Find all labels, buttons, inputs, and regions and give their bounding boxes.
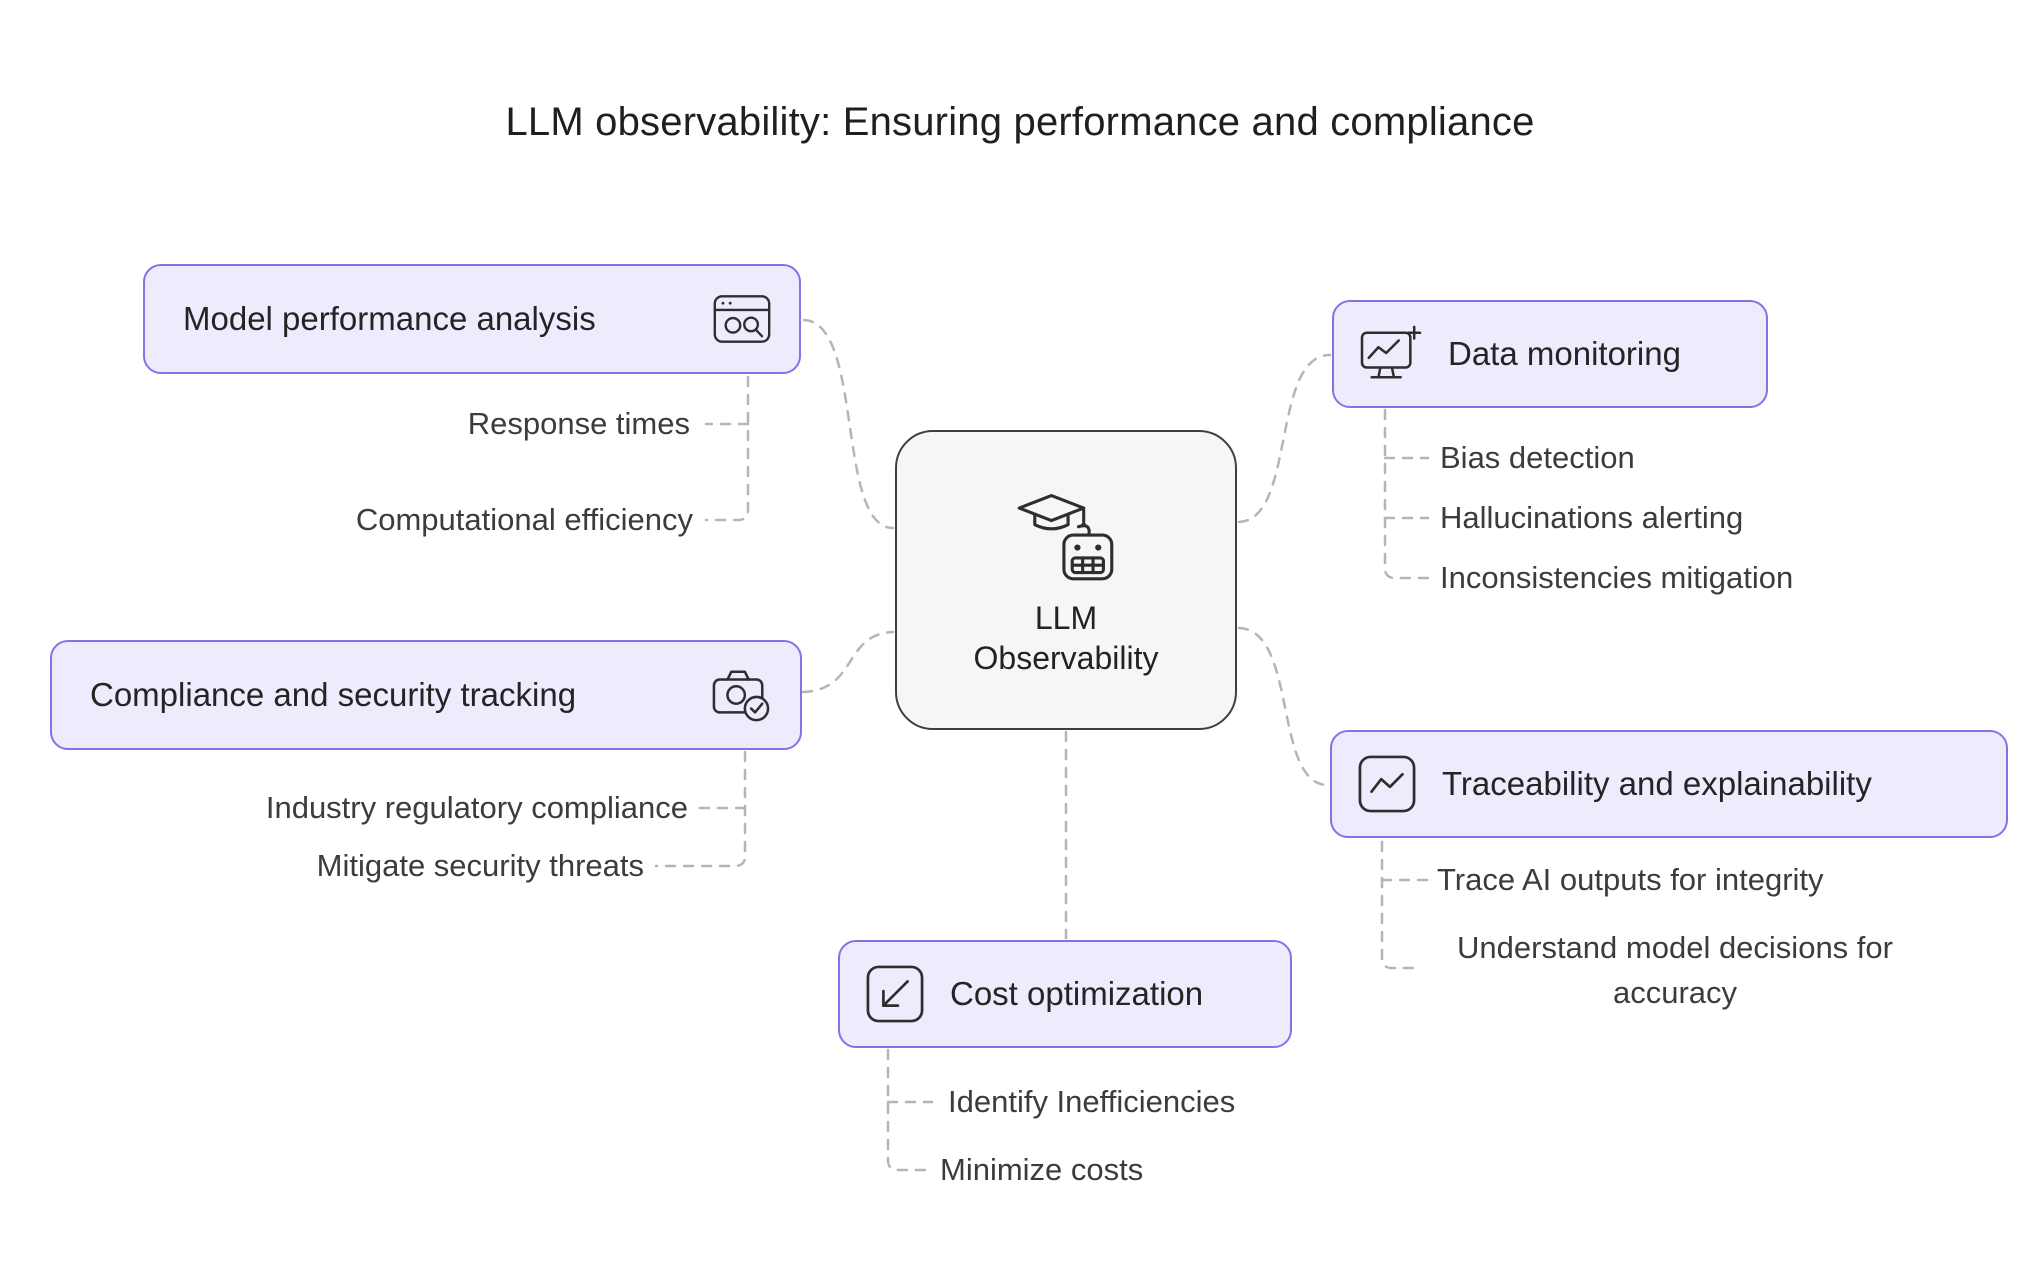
node-model-performance-analysis: Model performance analysis [143, 264, 801, 374]
sub-item-industry-regulatory-compliance: Industry regulatory compliance [265, 790, 688, 825]
camera-check-icon [710, 666, 772, 724]
sub-item-inconsistencies-mitigation: Inconsistencies mitigation [1440, 560, 1794, 595]
diagram-title: LLM observability: Ensuring performance … [505, 100, 1535, 144]
node-compliance-security-tracking: Compliance and security tracking [50, 640, 802, 750]
diagonal-arrow-icon [866, 965, 924, 1023]
sub-item-response-times: Response times [467, 406, 690, 441]
node-label: Traceability and explainability [1442, 765, 1872, 802]
sub-item-understand-model-decisions: Understand model decisions for accuracy [1457, 930, 1893, 1010]
browser-search-icon [713, 294, 771, 344]
sub-item-minimize-costs: Minimize costs [940, 1152, 1144, 1187]
node-label: Compliance and security tracking [90, 676, 577, 713]
monitor-chart-icon [1360, 325, 1422, 383]
node-data-monitoring: Data monitoring [1332, 300, 1768, 408]
connector-compliance-subtree [654, 750, 747, 868]
line-chart-icon [1358, 755, 1416, 813]
connector-dm-subtree [1383, 408, 1430, 580]
connector-center-traceability [1237, 626, 1330, 787]
sub-item-identify-inefficiencies: Identify Inefficiencies [948, 1084, 1236, 1119]
node-label: Data monitoring [1448, 335, 1681, 372]
node-traceability-explainability: Traceability and explainability [1330, 730, 2008, 838]
connector-mpa-subtree [704, 375, 750, 522]
sub-item-trace-ai-outputs: Trace AI outputs for integrity [1437, 862, 1824, 897]
connector-compliance-center [801, 630, 895, 694]
node-label: Cost optimization [950, 975, 1204, 1012]
sub-item-computational-efficiency: Computational efficiency [355, 502, 693, 537]
graduate-robot-icon [1014, 483, 1118, 588]
connector-center-datamonitoring [1237, 353, 1332, 524]
sub-item-mitigate-security-threats: Mitigate security threats [316, 848, 644, 883]
node-cost-optimization: Cost optimization [838, 940, 1292, 1048]
connector-mpa-center [802, 318, 895, 530]
sub-item-bias-detection: Bias detection [1440, 440, 1635, 475]
connector-cost-subtree [886, 1048, 930, 1172]
connector-trace-subtree [1380, 840, 1417, 970]
node-label: Model performance analysis [183, 300, 596, 337]
sub-item-hallucinations-alerting: Hallucinations alerting [1440, 500, 1744, 535]
center-label-line1: LLM [1034, 599, 1098, 636]
center-label-line2: Observability [973, 639, 1159, 676]
center-node-llm-observability: LLM Observability [895, 430, 1237, 730]
